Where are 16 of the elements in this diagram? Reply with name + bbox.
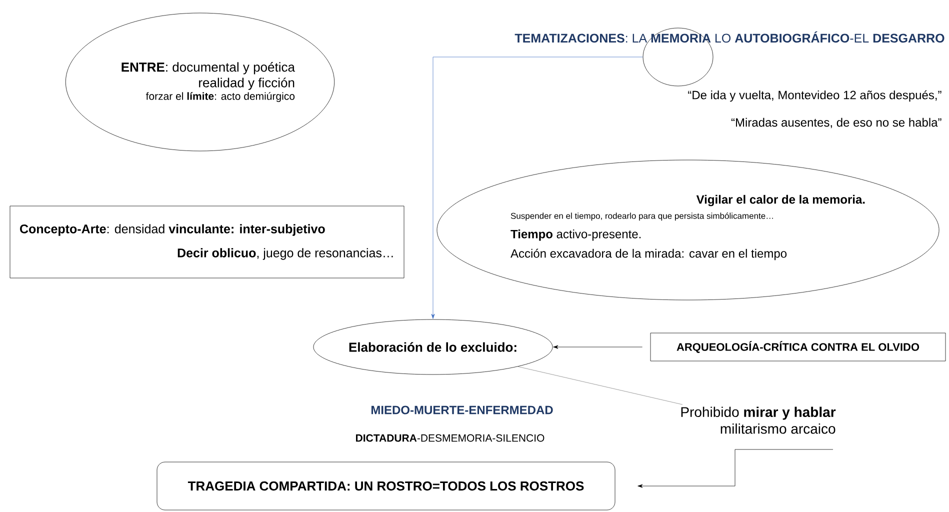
- connector-line: [518, 366, 683, 405]
- ellipse-bubble: Vigilar el calor de la memoria. Suspender en el tiempo, rodearlo para que persista simbólicamente… Tiempo activo-presente. Acción excavadora de la mirada: cavar en el tiempo: [436, 160, 940, 300]
- note-text: “Miradas ausentes, de eso no se habla”: [731, 118, 942, 128]
- ellipse-bubble: Elaboración de lo excluido:: [313, 319, 553, 375]
- rounded-box: TRAGEDIA COMPARTIDA: UN ROSTRO=TODOS LOS ROSTROS: [156, 462, 616, 510]
- arrow: [431, 56, 643, 319]
- note-text: MIEDO-MUERTE-ENFERMEDAD: [371, 406, 553, 414]
- note-text: Prohibido mirar y hablar militarismo arcaico: [681, 406, 836, 434]
- arrow: [638, 449, 834, 488]
- note-text: “De ida y vuelta, Montevideo 12 años después,”: [688, 90, 942, 102]
- arrow: [553, 345, 642, 349]
- ellipse-bubble: ENTRE: documental y poética realidad y ficción forzar el límite: acto demiúrgico: [65, 12, 335, 152]
- note-text: DICTADURA-DESMEMORIA-SILENCIO: [356, 434, 544, 442]
- text-box: ARQUEOLOGÍA-CRÍTICA CONTRA EL OLVIDO: [650, 332, 946, 362]
- text-box: Concepto-Arte: densidad vinculante: inter-subjetivo Decir oblicuo, juego de resonancias…: [10, 206, 404, 278]
- heading-text: TEMATIZACIONES: LA MEMORIA LO AUTOBIOGRÁFICO-EL DESGARRO: [514, 31, 944, 43]
